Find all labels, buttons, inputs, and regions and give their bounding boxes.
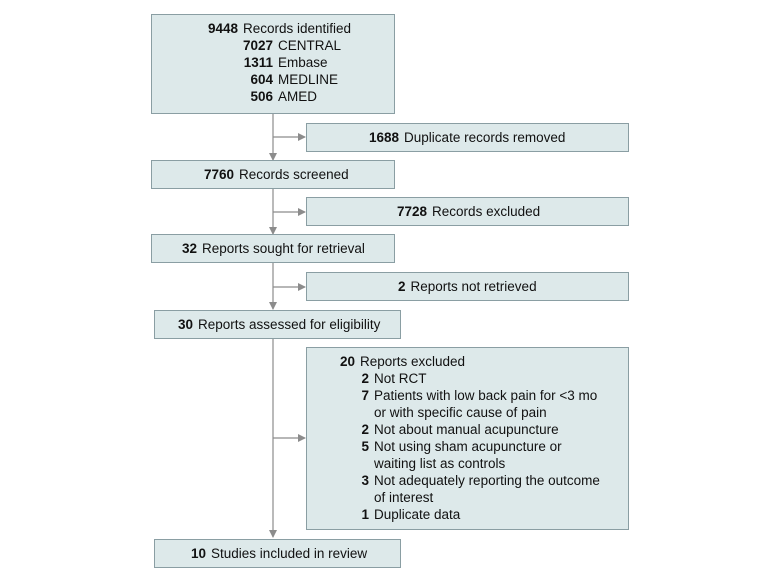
source-name: MEDLINE (278, 72, 339, 87)
exclusion-reason: 1 Duplicate data (307, 506, 628, 523)
source-count: 506 (250, 89, 273, 104)
exclusion-reason-text: Not adequately reporting the outcome (374, 473, 600, 488)
reports-assessed-label: Reports assessed for eligibility (198, 317, 381, 332)
exclusion-reason: 2 Not about manual acupuncture (307, 421, 628, 438)
exclusion-reason-text: Not RCT (374, 371, 427, 386)
records-screened-count: 7760 (204, 167, 235, 182)
reports-excluded-label: Reports excluded (360, 354, 466, 369)
exclusion-reason-text: Duplicate data (374, 507, 461, 522)
exclusion-reason: 5 Not using sham acupuncture or (307, 438, 628, 455)
reports-not-retrieved-box: 2 Reports not retrieved (306, 272, 629, 301)
reports-not-retrieved-count: 2 (398, 279, 406, 294)
source-count: 7027 (242, 38, 273, 53)
duplicates-removed-count: 1688 (369, 130, 400, 145)
records-excluded-count: 7728 (397, 204, 428, 219)
duplicates-removed-box: 1688 Duplicate records removed (306, 123, 629, 152)
exclusion-reason-text: Not about manual acupuncture (374, 422, 559, 437)
reports-excluded-count: 20 (339, 354, 355, 369)
records-screened-box: 7760 Records screened (151, 160, 395, 189)
source-name: Embase (278, 55, 328, 70)
exclusion-reason-count: 3 (361, 473, 369, 488)
exclusion-reason: 2 Not RCT (307, 370, 628, 387)
records-identified-box: 9448 Records identified 7027 CENTRAL 131… (151, 14, 395, 114)
reports-excluded-box: 20 Reports excluded 2 Not RCT 7 Patients… (306, 347, 629, 530)
exclusion-reason-count: 7 (361, 388, 369, 403)
reports-sought-count: 32 (182, 241, 198, 256)
source-count: 604 (250, 72, 273, 87)
source-name: CENTRAL (278, 38, 342, 53)
studies-included-count: 10 (191, 546, 207, 561)
studies-included-box: 10 Studies included in review (154, 539, 401, 568)
exclusion-reason: 3 Not adequately reporting the outcome (307, 472, 628, 489)
exclusion-reason-text-continued: waiting list as controls (374, 456, 506, 471)
records-excluded-box: 7728 Records excluded (306, 197, 629, 226)
reports-assessed-count: 30 (178, 317, 194, 332)
reports-assessed-box: 30 Reports assessed for eligibility (154, 310, 401, 339)
reports-sought-box: 32 Reports sought for retrieval (151, 234, 395, 263)
exclusion-reason-text: Patients with low back pain for <3 mo (374, 388, 598, 403)
exclusion-reason-count: 2 (361, 371, 369, 386)
records-identified-count: 9448 (207, 21, 238, 36)
records-screened-label: Records screened (239, 167, 349, 182)
studies-included-label: Studies included in review (211, 546, 368, 561)
exclusion-reason-count: 2 (361, 422, 369, 437)
records-identified-label: Records identified (243, 21, 352, 36)
exclusion-reason-count: 5 (361, 439, 369, 454)
duplicates-removed-label: Duplicate records removed (404, 130, 566, 145)
reports-not-retrieved-label: Reports not retrieved (410, 279, 537, 294)
source-count: 1311 (243, 55, 273, 70)
exclusion-reason-text: Not using sham acupuncture or (374, 439, 562, 454)
source-name: AMED (278, 89, 318, 104)
exclusion-reason-text-continued: or with specific cause of pain (374, 405, 547, 420)
exclusion-reason-text-continued: of interest (374, 490, 434, 505)
records-excluded-label: Records excluded (432, 204, 541, 219)
exclusion-reason: 7 Patients with low back pain for <3 mo (307, 387, 628, 404)
reports-sought-label: Reports sought for retrieval (202, 241, 365, 256)
exclusion-reason-count: 1 (361, 507, 369, 522)
